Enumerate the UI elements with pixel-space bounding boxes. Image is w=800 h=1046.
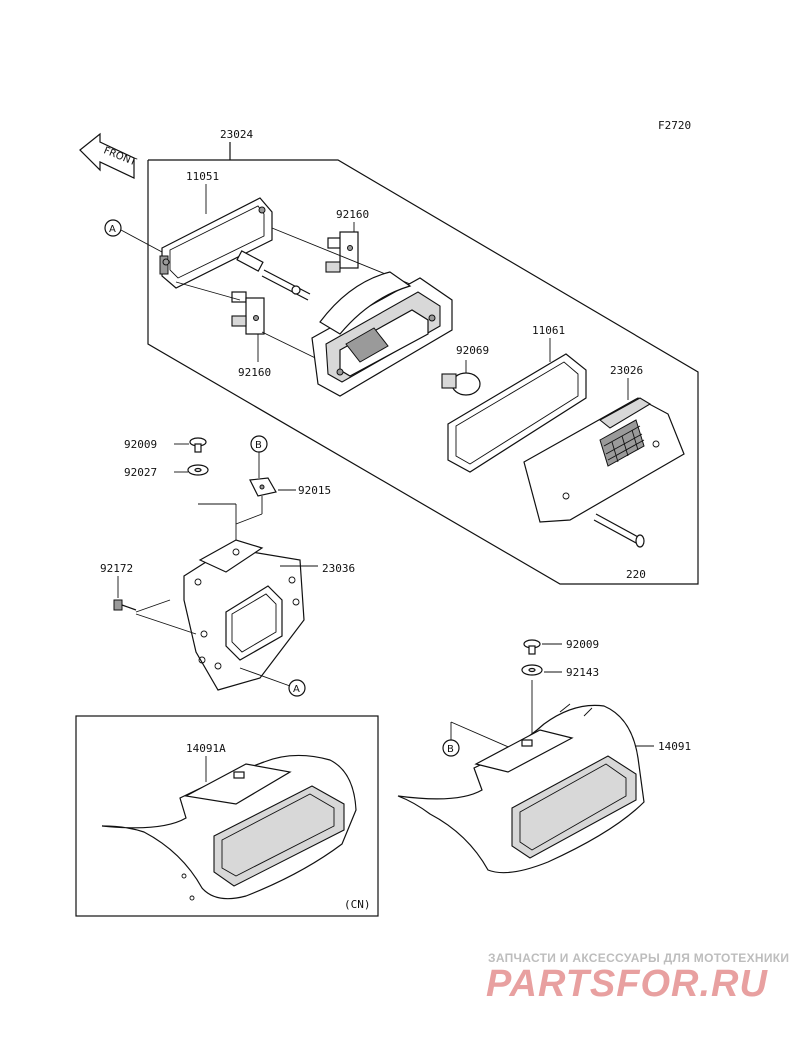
label-23026: 23026 — [610, 364, 643, 377]
ref-b-top: B — [255, 440, 262, 451]
watermark-tagline: ЗАПЧАСТИ И АКСЕССУАРЫ ДЛЯ МОТОТЕХНИКИ — [488, 951, 789, 965]
ref-a-bottom-marker — [288, 679, 306, 697]
bolt-92009-left — [189, 437, 207, 453]
diagram-code: F2720 — [658, 119, 691, 132]
tail-cover-14091A — [101, 754, 357, 901]
screw-92172 — [113, 599, 137, 611]
label-92069: 92069 — [456, 344, 489, 357]
ref-a-bottom: A — [293, 684, 300, 695]
bulb-92069 — [441, 360, 481, 396]
taillight-housing — [311, 271, 453, 397]
ref-a-top: A — [109, 224, 116, 235]
cn-variant-box — [75, 715, 379, 917]
ref-b-bottom: B — [447, 744, 454, 755]
label-11061: 11061 — [532, 324, 565, 337]
clip-nut-92015 — [249, 477, 277, 497]
tail-lens-23026 — [523, 397, 685, 523]
front-arrow-icon: FRONT — [79, 132, 139, 179]
lens-gasket-11061 — [447, 353, 587, 473]
label-92160-bottom: 92160 — [238, 366, 271, 379]
label-220: 220 — [626, 568, 646, 581]
watermark-logo: PARTSFOR.RU — [486, 963, 768, 1005]
bulb-socket-92160-top — [325, 231, 359, 273]
bulb-socket-92160-bottom — [231, 291, 265, 335]
label-23036: 23036 — [322, 562, 355, 575]
label-92143: 92143 — [566, 666, 599, 679]
bracket-23036 — [183, 539, 305, 691]
taillight-assembly-frame — [147, 142, 699, 585]
label-92160-top: 92160 — [336, 208, 369, 221]
label-23024: 23024 — [220, 128, 253, 141]
socket-plate-11051 — [159, 197, 273, 289]
label-92172: 92172 — [100, 562, 133, 575]
lens-grid-pattern — [599, 419, 645, 467]
label-14091: 14091 — [658, 740, 691, 753]
label-92009-left: 92009 — [124, 438, 157, 451]
bulb-harness — [236, 250, 311, 301]
lens-screw-220 — [593, 513, 645, 548]
tail-cover-14091 — [397, 703, 645, 874]
ref-a-top-marker — [104, 219, 122, 237]
label-92027: 92027 — [124, 466, 157, 479]
bolt-92009-right — [523, 639, 541, 655]
label-92015: 92015 — [298, 484, 331, 497]
washer-92027 — [187, 464, 209, 476]
cn-variant-note: (CN) — [344, 898, 371, 911]
washer-92143 — [521, 664, 543, 676]
label-11051: 11051 — [186, 170, 219, 183]
label-14091A: 14091A — [186, 742, 226, 755]
label-92009-right: 92009 — [566, 638, 599, 651]
